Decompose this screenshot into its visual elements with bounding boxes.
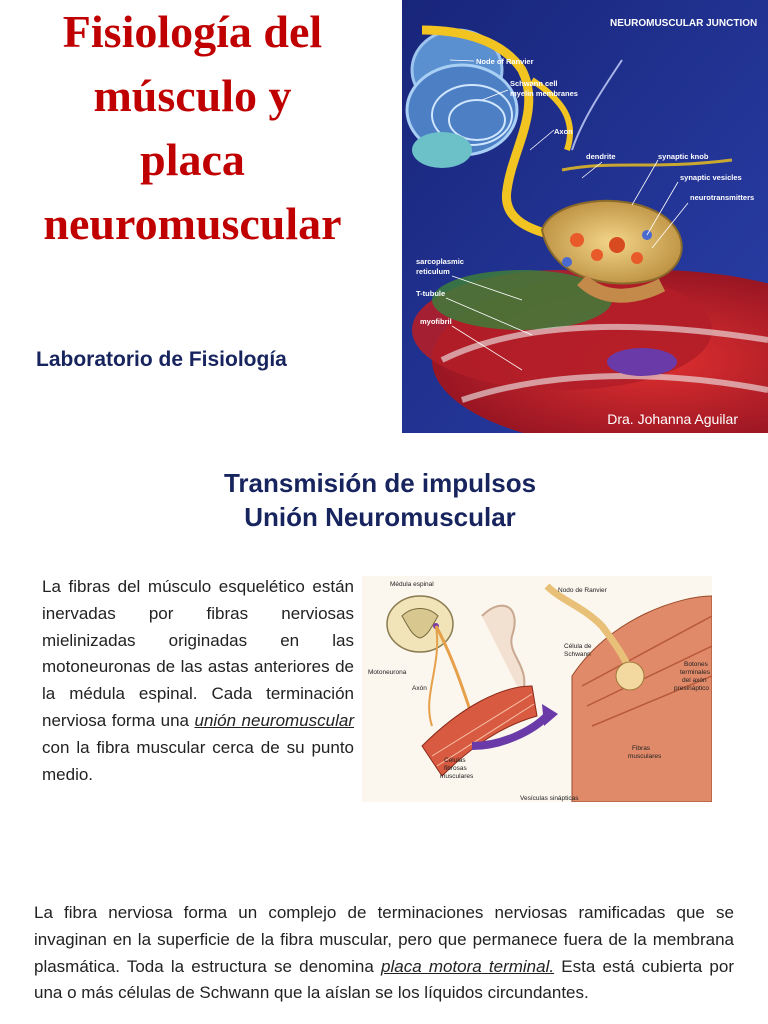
label-node-ranvier: Node of Ranvier [476, 57, 534, 66]
label-axon: Axón [412, 685, 427, 692]
label-synaptic-vesicles: synaptic vesicles [680, 173, 742, 182]
paragraph-text: La fibras del músculo esquelético están … [42, 577, 354, 730]
synaptic-knob [540, 199, 683, 303]
label-neurotransmitters: neurotransmitters [690, 193, 754, 202]
paragraph-innervation: La fibras del músculo esquelético están … [42, 574, 354, 788]
title-line: neuromuscular [43, 198, 342, 249]
section-title-line2: Unión Neuromuscular [244, 502, 516, 532]
paragraph-text: con la fibra muscular cerca de su punto … [42, 737, 354, 784]
label-fibras-1: Fibras [632, 745, 651, 752]
term-placa-motora: placa motora terminal. [381, 956, 555, 976]
title-slide: Fisiología del músculo y placa neuromusc… [0, 0, 768, 440]
term-union-neuromuscular: unión neuromuscular [194, 710, 354, 730]
section-title-line1: Transmisión de impulsos [223, 468, 537, 498]
label-celulas-3: musculares [440, 773, 474, 780]
label-botones-1: Botones [684, 661, 709, 668]
label-celulas-1: Células [444, 757, 466, 764]
title-line: Fisiología del [62, 6, 323, 57]
label-celula-1: Célula de [564, 643, 592, 650]
label-motoneurona: Motoneurona [368, 669, 407, 676]
label-axon: Axon [554, 127, 573, 136]
label-synaptic-knob: synaptic knob [658, 152, 709, 161]
label-sarcoplasmic: sarcoplasmic [416, 257, 464, 266]
paragraph-motor-plate: La fibra nerviosa forma un complejo de t… [34, 900, 734, 1007]
label-celulas-2: fibrosas [444, 765, 468, 772]
label-reticulum: reticulum [416, 267, 450, 276]
label-celula-2: Schwann [564, 651, 591, 658]
magnified-fibers [571, 595, 712, 802]
paragraph-text: La fibra nerviosa forma un complejo de t… [34, 903, 734, 976]
label-schwann-cell: Schwann cell [510, 79, 558, 88]
muscle-bundle [421, 685, 538, 777]
paragraph-text: Esta está cubierta por una o más células… [34, 956, 734, 1003]
label-t-tubule: T-tubule [416, 289, 445, 298]
slide-title: Fisiología del músculo y placa neuromusc… [0, 0, 385, 256]
motor-innervation-diagram: Médula espinal Nodo de Ranvier Motoneuro… [362, 576, 712, 802]
muscle-fibers [412, 270, 768, 433]
label-dendrite: dendrite [586, 152, 616, 161]
author-credit: Dra. Johanna Aguilar [607, 411, 738, 427]
title-line: placa [140, 134, 245, 185]
slide-subtitle: Laboratorio de Fisiología [36, 348, 287, 371]
myelin-sheath [405, 28, 519, 168]
label-botones-4: presináptico [674, 685, 709, 692]
label-myelin-membranes: myelin membranes [510, 89, 578, 98]
label-nodo: Nodo de Ranvier [558, 587, 608, 594]
label-botones-2: terminales [680, 669, 711, 676]
section-title: Transmisión de impulsos Unión Neuromuscu… [0, 466, 760, 534]
label-fibras-2: musculares [628, 753, 662, 760]
label-myofibril: myofibril [420, 317, 452, 326]
title-line: músculo y [93, 70, 292, 121]
label-medula: Médula espinal [390, 581, 434, 588]
neuromuscular-junction-illustration: NEUROMUSCULAR JUNCTION Node of Ranvier S… [402, 0, 768, 433]
label-vesiculas: Vesículas sinápticas [520, 795, 579, 802]
label-botones-3: del axón [682, 677, 707, 684]
figure-heading: NEUROMUSCULAR JUNCTION [610, 18, 757, 29]
